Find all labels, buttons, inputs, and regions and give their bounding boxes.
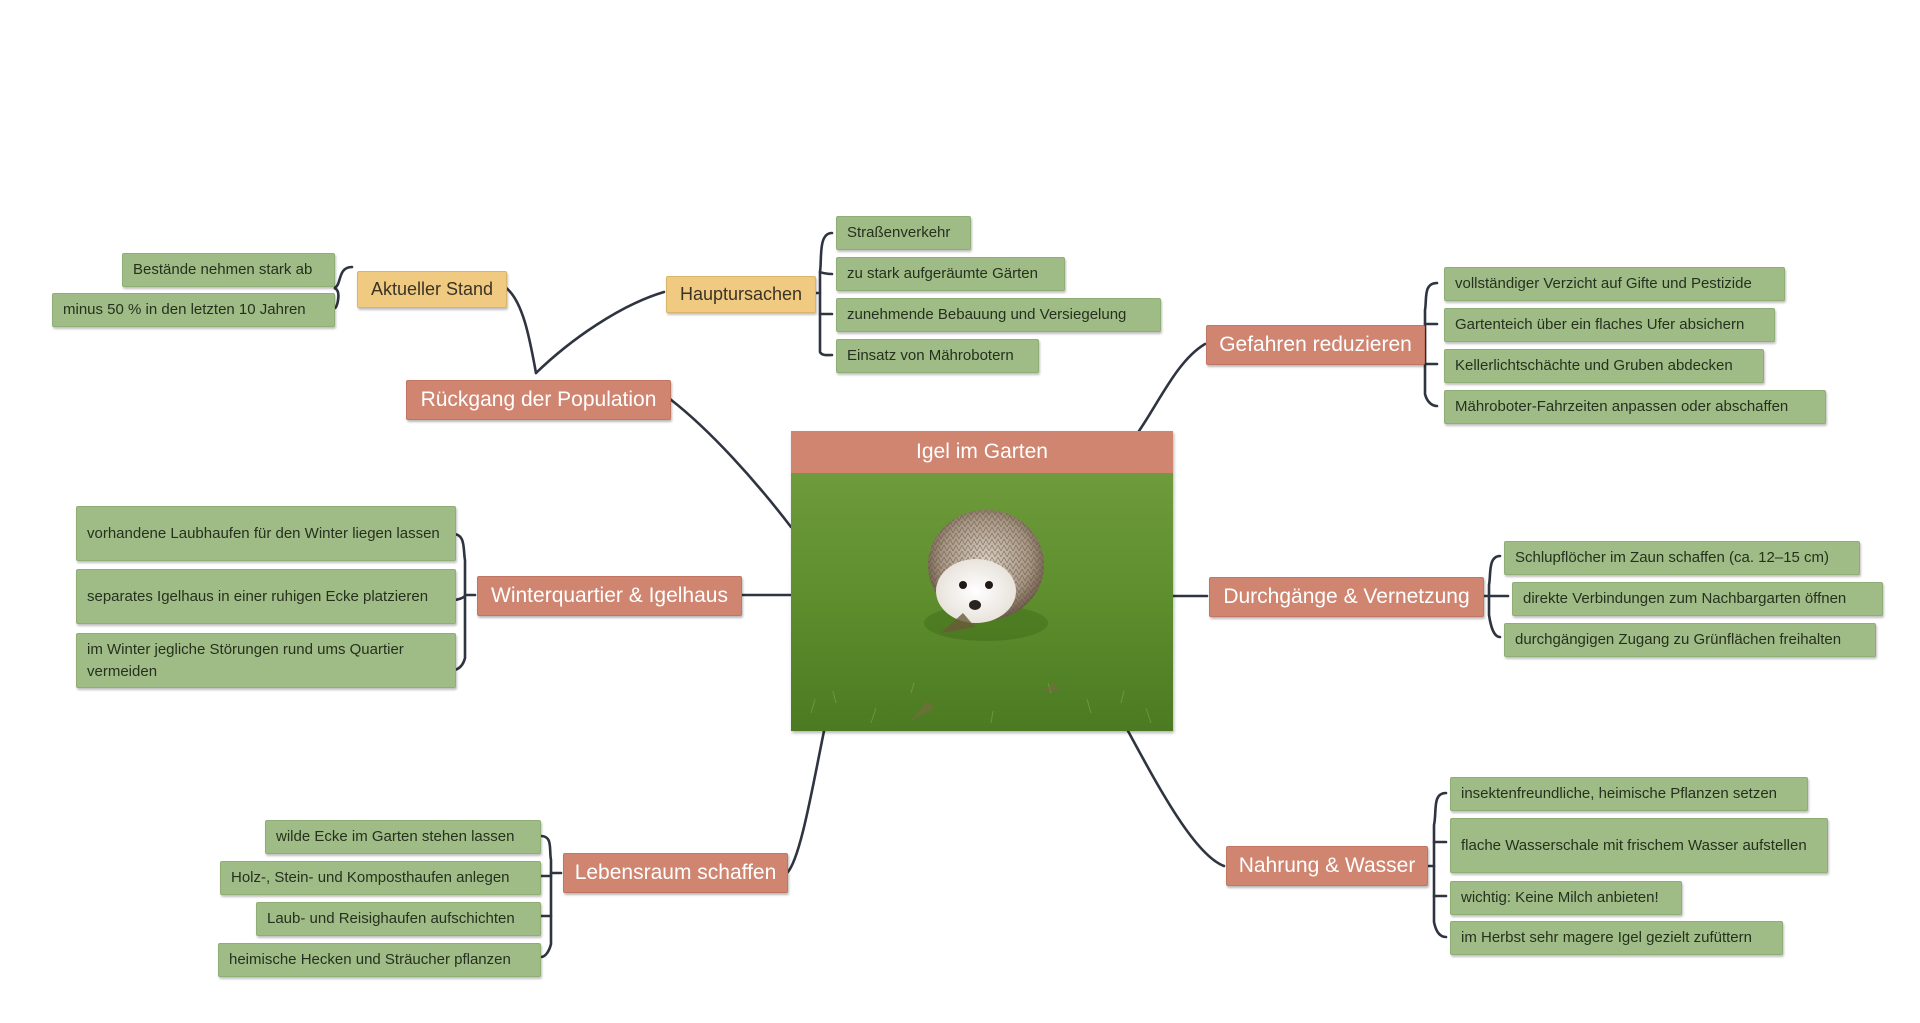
link-nahrung (1126, 729, 1226, 868)
leaf-wilde-ecke[interactable]: wilde Ecke im Garten stehen lassen (265, 820, 541, 854)
leaf-gartenteich[interactable]: Gartenteich über ein flaches Ufer absich… (1444, 308, 1775, 342)
topic-winterquartier-igelhaus[interactable]: Winterquartier & Igelhaus (477, 576, 742, 616)
leaf-kellerlichtschaechte[interactable]: Kellerlichtschächte und Gruben abdecken (1444, 349, 1764, 383)
link-gefahren (1137, 342, 1207, 433)
leaf-separates-igelhaus[interactable]: separates Igelhaus in einer ruhigen Ecke… (76, 569, 456, 624)
leaf-herbst-zufuettern[interactable]: im Herbst sehr magere Igel gezielt zufüt… (1450, 921, 1783, 955)
leaf-laubhaufen[interactable]: vorhandene Laubhaufen für den Winter lie… (76, 506, 456, 561)
leaf-laub-reisighaufen[interactable]: Laub- und Reisighaufen aufschichten (256, 902, 541, 936)
leaf-aufgeraeumte-gaerten[interactable]: zu stark aufgeräumte Gärten (836, 257, 1065, 291)
brace-lebensraum (539, 834, 553, 959)
leaf-minus-50-prozent[interactable]: minus 50 % in den letzten 10 Jahren (52, 293, 335, 327)
link-rueckgang (668, 397, 793, 529)
topic-nahrung-wasser[interactable]: Nahrung & Wasser (1226, 846, 1428, 886)
leaf-strassenverkehr[interactable]: Straßenverkehr (836, 216, 971, 250)
leaf-wasserschale[interactable]: flache Wasserschale mit frischem Wasser … (1450, 818, 1828, 873)
leaf-verbindungen-nachbargarten[interactable]: direkte Verbindungen zum Nachbargarten ö… (1512, 582, 1883, 616)
leaf-stoerungen-vermeiden[interactable]: im Winter jegliche Störungen rund ums Qu… (76, 633, 456, 688)
leaf-zugang-gruenflaechen[interactable]: durchgängigen Zugang zu Grünflächen frei… (1504, 623, 1876, 657)
brace-gefahren (1423, 281, 1439, 408)
topic-aktueller-stand[interactable]: Aktueller Stand (357, 271, 507, 308)
topic-gefahren-reduzieren[interactable]: Gefahren reduzieren (1206, 325, 1425, 365)
brace-aktueller (333, 265, 354, 310)
leaf-hecken-straeucher[interactable]: heimische Hecken und Sträucher pflanzen (218, 943, 541, 977)
link-lebensraum (785, 729, 826, 875)
leaf-verzicht-gifte[interactable]: vollständiger Verzicht auf Gifte und Pes… (1444, 267, 1785, 301)
brace-durchgaenge (1487, 554, 1502, 639)
brace-nahrung (1432, 791, 1448, 939)
leaf-bebauung-versiegelung[interactable]: zunehmende Bebauung und Versiegelung (836, 298, 1161, 332)
link-aktueller (503, 285, 538, 375)
topic-rueckgang-der-population[interactable]: Rückgang der Population (406, 380, 671, 420)
leaf-keine-milch[interactable]: wichtig: Keine Milch anbieten! (1450, 881, 1682, 915)
topic-hauptursachen[interactable]: Hauptursachen (666, 276, 816, 313)
leaf-insektenfreundliche-pflanzen[interactable]: insektenfreundliche, heimische Pflanzen … (1450, 777, 1808, 811)
leaf-maehroboter[interactable]: Einsatz von Mährobotern (836, 339, 1039, 373)
topic-durchgaenge-vernetzung[interactable]: Durchgänge & Vernetzung (1209, 577, 1484, 617)
leaf-maehroboter-fahrzeiten[interactable]: Mähroboter-Fahrzeiten anpassen oder absc… (1444, 390, 1826, 424)
central-topic-title: Igel im Garten (791, 431, 1173, 474)
hedgehog-photo (791, 473, 1173, 731)
leaf-bestaende-nehmen-stark-ab[interactable]: Bestände nehmen stark ab (122, 253, 335, 287)
central-topic[interactable]: Igel im Garten (791, 431, 1173, 731)
leaf-holz-stein-kompost[interactable]: Holz-, Stein- und Komposthaufen anlegen (220, 861, 541, 895)
leaf-schlupfloecher[interactable]: Schlupflöcher im Zaun schaffen (ca. 12–1… (1504, 541, 1860, 575)
topic-lebensraum-schaffen[interactable]: Lebensraum schaffen (563, 853, 788, 893)
link-ursachen (534, 290, 666, 375)
brace-ursachen (818, 231, 834, 357)
